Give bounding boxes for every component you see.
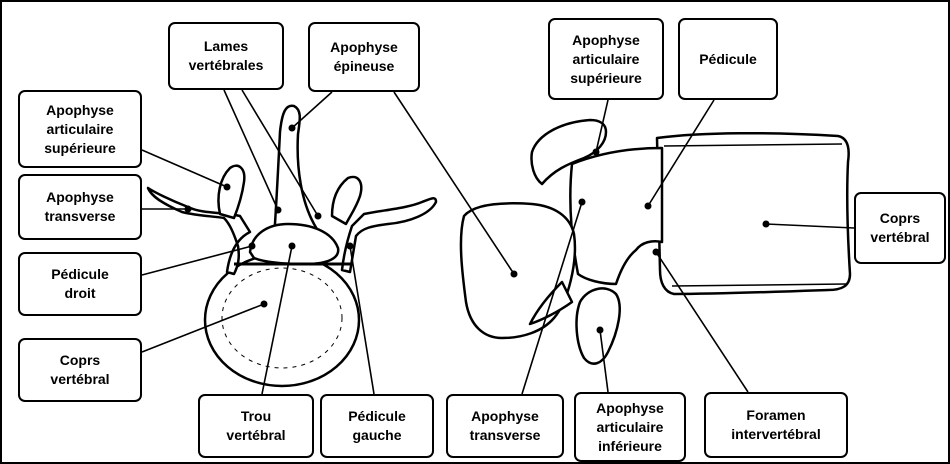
pedicle-lateral bbox=[570, 148, 662, 284]
sup-articular-left bbox=[218, 166, 244, 218]
dot-pedicule-gauche bbox=[347, 243, 354, 250]
label-pedicule-gauche: Pédicule gauche bbox=[320, 394, 434, 458]
dot-foramen bbox=[653, 249, 660, 256]
vertebral-body-top-view bbox=[205, 254, 359, 386]
label-trou-vertebral: Trou vertébral bbox=[198, 394, 314, 458]
label-apophyse-transverse-right: Apophyse transverse bbox=[446, 394, 564, 458]
dot-coprs-right bbox=[763, 221, 770, 228]
label-lames-vertebrales: Lames vertébrales bbox=[168, 22, 284, 90]
label-pedicule: Pédicule bbox=[678, 18, 778, 100]
dot-coprs-left bbox=[261, 301, 268, 308]
label-apophyse-transverse-left: Apophyse transverse bbox=[18, 174, 142, 240]
dot-artinf bbox=[597, 327, 604, 334]
dot-transverse-left bbox=[185, 206, 192, 213]
leader-epineuse-right bbox=[394, 92, 514, 274]
dot-lames-a bbox=[275, 207, 282, 214]
dot-epineuse bbox=[289, 125, 296, 132]
leader-artsup-left bbox=[142, 150, 227, 187]
inf-articular-lateral bbox=[577, 288, 620, 363]
dot-epineuse-right bbox=[511, 271, 518, 278]
dot-pedicule-droit bbox=[249, 243, 256, 250]
sup-articular-right bbox=[332, 177, 361, 224]
dot-pedicule bbox=[645, 203, 652, 210]
label-apophyse-articulaire-inferieure: Apophyse articulaire inférieure bbox=[574, 392, 686, 462]
lateral-view-vertebra bbox=[461, 120, 850, 364]
dot-transverse-right bbox=[579, 199, 586, 206]
label-apophyse-epineuse: Apophyse épineuse bbox=[308, 22, 420, 92]
dot-artsup-right bbox=[593, 149, 600, 156]
label-coprs-vertebral-right: Coprs vertébral bbox=[854, 192, 946, 264]
label-apophyse-articulaire-superieure-right: Apophyse articulaire supérieure bbox=[548, 18, 664, 100]
label-pedicule-droit: Pédicule droit bbox=[18, 252, 142, 316]
neural-arch-right bbox=[342, 198, 436, 272]
dot-lames-b bbox=[315, 213, 322, 220]
transverse-process-lateral bbox=[461, 203, 575, 338]
dot-artsup-left bbox=[224, 184, 231, 191]
label-foramen-intervertebral: Foramen intervertébral bbox=[704, 392, 848, 458]
label-apophyse-articulaire-superieure-left: Apophyse articulaire supérieure bbox=[18, 90, 142, 168]
vertebral-body-lateral bbox=[657, 133, 850, 294]
label-coprs-vertebral-left: Coprs vertébral bbox=[18, 338, 142, 402]
dot-trou bbox=[289, 243, 296, 250]
